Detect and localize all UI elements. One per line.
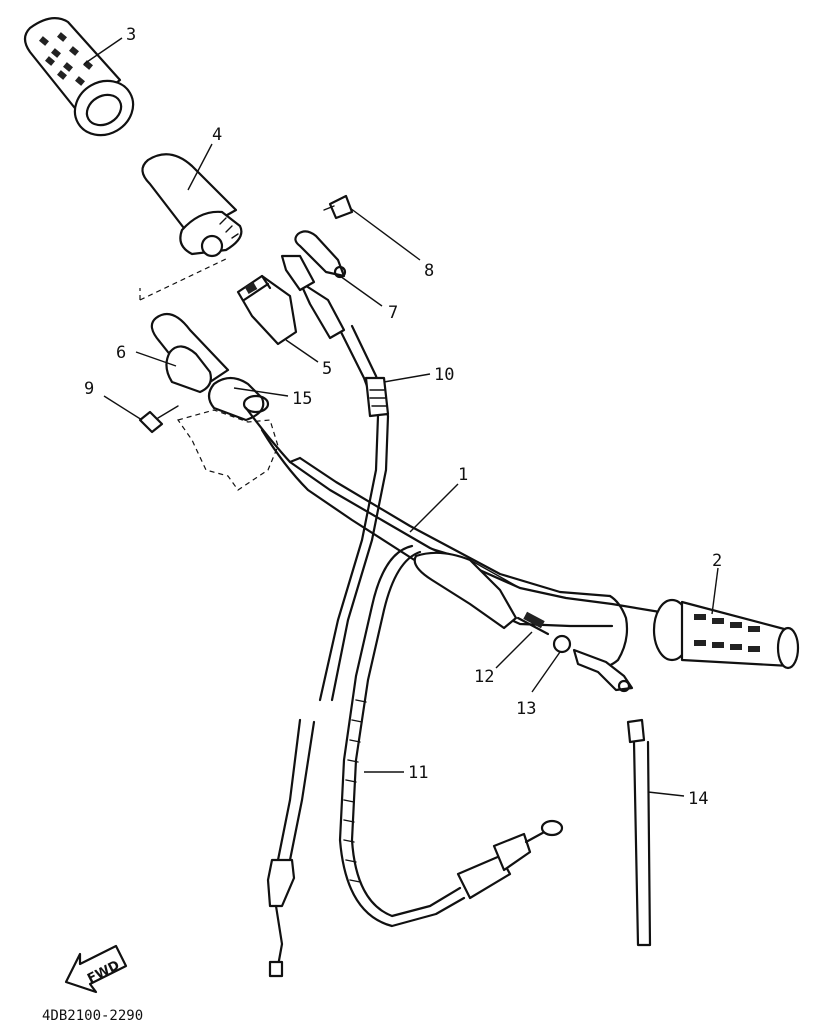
callout-14: 14 xyxy=(647,789,708,809)
svg-text:2: 2 xyxy=(712,551,722,571)
svg-text:1: 1 xyxy=(458,465,468,485)
callout-7: 7 xyxy=(339,275,398,323)
svg-text:8: 8 xyxy=(424,261,434,281)
callout-3: 3 xyxy=(83,25,136,65)
handlebar[interactable] xyxy=(244,406,662,670)
svg-text:9: 9 xyxy=(84,379,94,399)
callout-13: 13 xyxy=(516,651,561,719)
screw-9[interactable] xyxy=(138,405,179,434)
fwd-arrow-icon: FWD xyxy=(64,944,128,994)
callout-9: 9 xyxy=(84,379,143,421)
throttle-cable[interactable] xyxy=(266,280,390,978)
callout-12: 12 xyxy=(474,631,533,687)
clutch-adjuster[interactable] xyxy=(516,611,550,636)
svg-text:15: 15 xyxy=(292,389,312,409)
callout-6: 6 xyxy=(116,343,177,367)
throttle-housing[interactable] xyxy=(236,274,298,346)
cable-fitting[interactable] xyxy=(280,230,347,292)
throttle-grip[interactable] xyxy=(141,153,243,258)
svg-text:5: 5 xyxy=(322,359,332,379)
svg-text:6: 6 xyxy=(116,343,126,363)
svg-text:13: 13 xyxy=(516,699,536,719)
svg-text:10: 10 xyxy=(434,365,454,385)
svg-text:12: 12 xyxy=(474,667,494,687)
callout-1: 1 xyxy=(409,465,468,533)
screw-8[interactable] xyxy=(323,194,354,220)
clutch-lever-fitting[interactable] xyxy=(552,634,634,693)
svg-text:4: 4 xyxy=(212,125,222,145)
callout-8: 8 xyxy=(349,207,434,281)
clutch-cable[interactable] xyxy=(338,544,564,928)
svg-text:11: 11 xyxy=(408,763,428,783)
callout-4: 4 xyxy=(187,125,222,191)
cable-tie[interactable] xyxy=(626,718,652,947)
callout-10: 10 xyxy=(383,365,454,385)
right-grip[interactable] xyxy=(652,598,800,670)
svg-text:7: 7 xyxy=(388,303,398,323)
diagram-code: 4DB2100-2290 xyxy=(42,1008,143,1024)
svg-text:3: 3 xyxy=(126,25,136,45)
left-bar-end[interactable] xyxy=(150,312,270,422)
svg-text:14: 14 xyxy=(688,789,708,809)
left-grip[interactable] xyxy=(23,17,143,145)
callout-11: 11 xyxy=(364,763,428,783)
callout-15: 15 xyxy=(233,387,312,409)
callout-2: 2 xyxy=(711,551,722,615)
callout-5: 5 xyxy=(285,339,332,379)
